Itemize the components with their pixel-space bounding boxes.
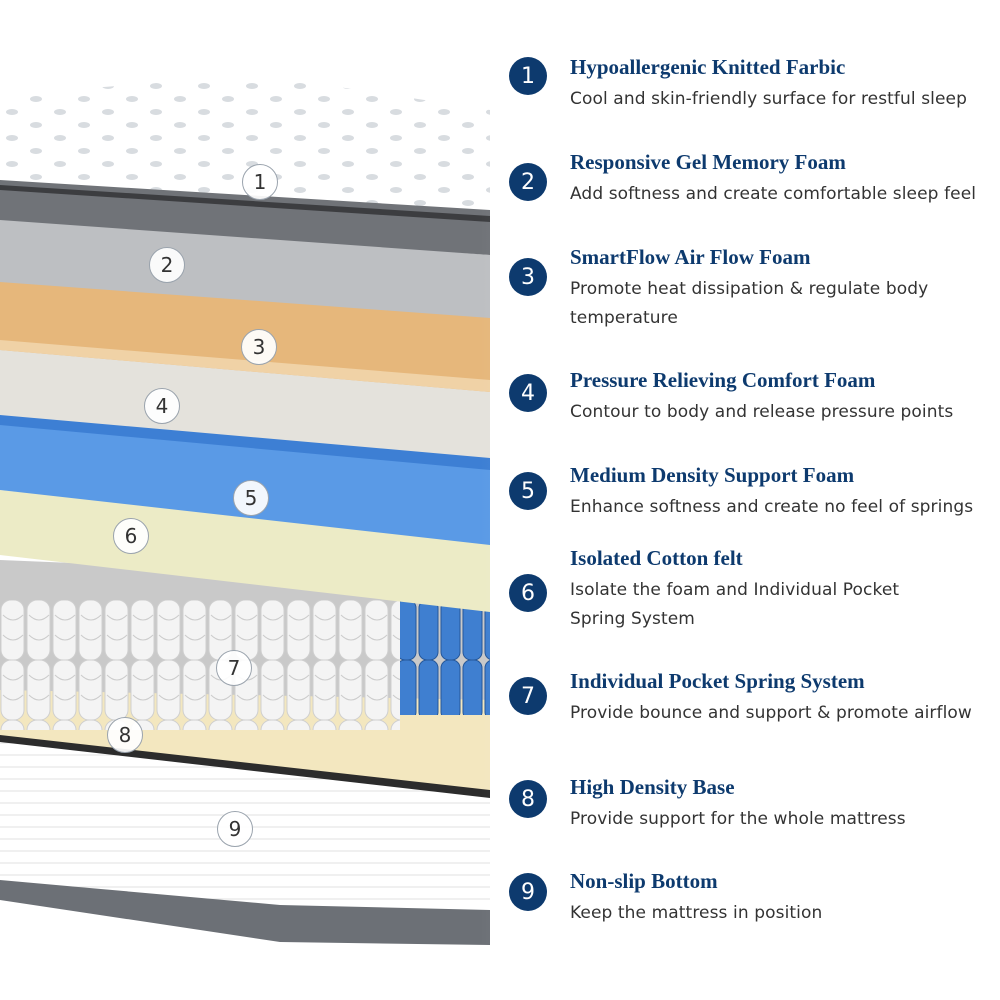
layer-label-1: 1: [242, 164, 278, 200]
feature-description: Isolate the foam and Individual Pocket S…: [570, 580, 900, 629]
layer-label-9: 9: [217, 811, 253, 847]
feature-description: Keep the mattress in position: [570, 903, 823, 923]
feature-description: Provide bounce and support & promote air…: [570, 703, 972, 723]
number-badge: 4: [509, 374, 547, 412]
feature-title: Responsive Gel Memory Foam: [570, 150, 846, 174]
feature-description: Enhance softness and create no feel of s…: [570, 497, 974, 517]
feature-title: Non-slip Bottom: [570, 869, 718, 893]
number-badge: 7: [509, 677, 547, 715]
layer-label-4: 4: [144, 388, 180, 424]
feature-description: Cool and skin-friendly surface for restf…: [570, 89, 968, 109]
number-badge: 2: [509, 163, 547, 201]
layer-label-5: 5: [233, 480, 269, 516]
number-badge: 8: [509, 780, 547, 818]
feature-title: Individual Pocket Spring System: [570, 669, 865, 693]
feature-title: SmartFlow Air Flow Foam: [570, 245, 811, 269]
feature-title: High Density Base: [570, 775, 735, 799]
layer-label-6: 6: [113, 518, 149, 554]
feature-title: Pressure Relieving Comfort Foam: [570, 368, 876, 392]
feature-title: Isolated Cotton felt: [570, 546, 743, 570]
feature-title: Hypoallergenic Knitted Farbic: [570, 55, 846, 79]
feature-description: Provide support for the whole mattress: [570, 809, 906, 829]
number-badge: 1: [509, 57, 547, 95]
feature-title: Medium Density Support Foam: [570, 463, 855, 487]
feature-description: Contour to body and release pressure poi…: [570, 402, 954, 422]
number-badge: 5: [509, 472, 547, 510]
number-badge: 9: [509, 873, 547, 911]
layer-label-3: 3: [241, 329, 277, 365]
feature-description: Add softness and create comfortable slee…: [570, 184, 977, 204]
layer-label-2: 2: [149, 247, 185, 283]
feature-description: Promote heat dissipation & regulate body…: [570, 279, 929, 328]
number-badge: 6: [509, 574, 547, 612]
layer-label-7: 7: [216, 650, 252, 686]
layer-label-8: 8: [107, 717, 143, 753]
number-badge: 3: [509, 258, 547, 296]
